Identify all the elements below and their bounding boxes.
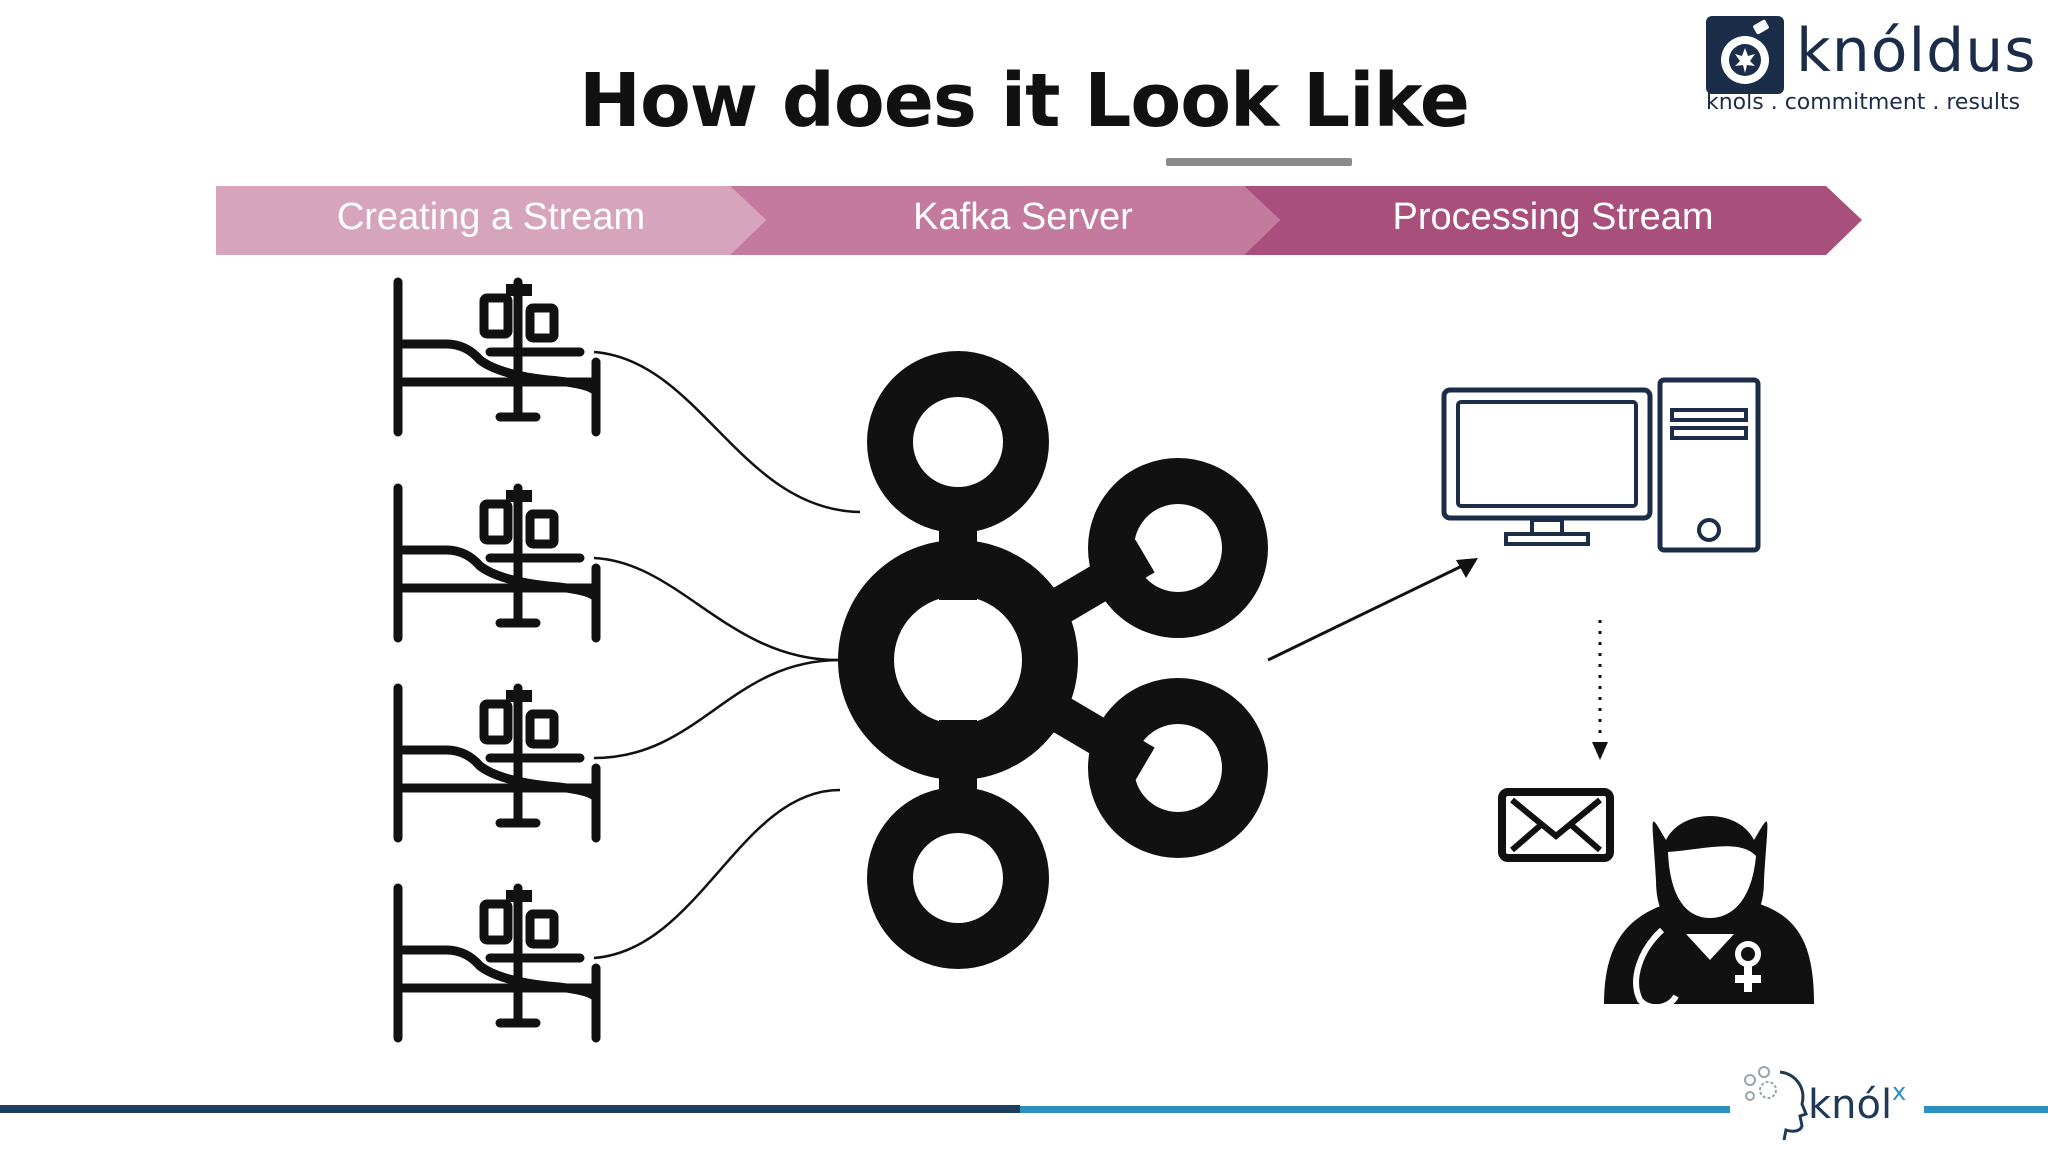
knolx-logo-superscript: x [1892, 1078, 1907, 1106]
phase-arrow-2 [730, 186, 1280, 255]
knoldus-logo: knóldus knols . commitment . results [1706, 14, 2036, 124]
doctor-icon [1604, 816, 1814, 1011]
knoldus-logo-icon [1706, 16, 1784, 94]
phase-label-creating: Creating a Stream [336, 196, 646, 238]
phase-label-kafka: Kafka Server [913, 196, 1133, 238]
title-underline [1166, 158, 1352, 166]
footer-bar-light [1020, 1106, 2048, 1113]
hospital-bed-icon [398, 282, 596, 432]
knolx-head-icon [1744, 1066, 1808, 1141]
hospital-bed-icon [398, 488, 596, 638]
knolx-logo-text: knól [1808, 1082, 1893, 1128]
phase-label-processing: Processing Stream [1392, 196, 1714, 238]
slide-title: How does it Look Like [579, 58, 1470, 144]
knoldus-logo-text: knóldus [1796, 16, 2037, 86]
kafka-icon [838, 351, 1268, 969]
knolx-logo: knól x [1730, 1054, 1924, 1152]
footer-bar-dark [0, 1105, 1020, 1113]
knoldus-logo-tagline: knols . commitment . results [1706, 90, 2021, 115]
kafka-to-computer-arrow [1267, 558, 1478, 662]
hospital-bed-icon [398, 688, 596, 838]
computer-to-doctor-dotted-arrow [1592, 620, 1608, 760]
connector-line-1 [593, 350, 861, 514]
desktop-computer-icon [1441, 377, 1761, 553]
envelope-icon [1498, 788, 1614, 862]
phase-arrow-1 [216, 186, 766, 255]
connector-line-3 [593, 658, 841, 760]
connector-line-2 [593, 556, 841, 662]
phase-arrow-3 [1244, 186, 1862, 255]
connector-line-4 [593, 788, 841, 960]
hospital-bed-icon [398, 888, 596, 1038]
bed-connector-lines [593, 350, 861, 960]
